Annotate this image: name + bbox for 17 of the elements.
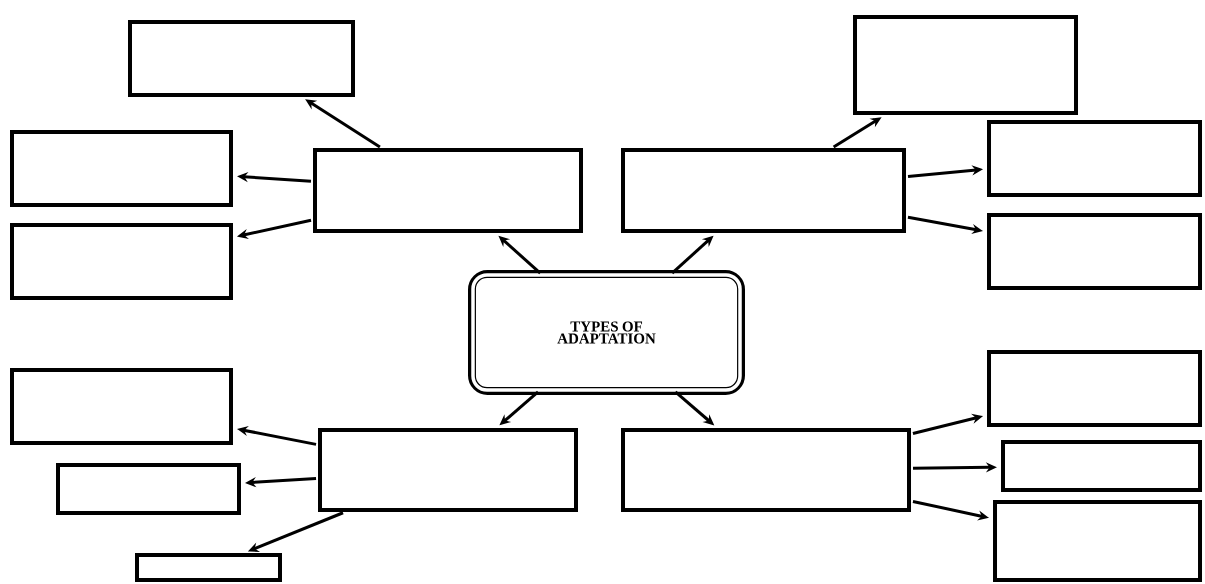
empty-box xyxy=(56,463,241,515)
empty-box xyxy=(1001,440,1202,492)
empty-box xyxy=(313,148,583,233)
empty-box xyxy=(10,368,233,445)
empty-box xyxy=(128,20,355,97)
title-box: TYPES OF ADAPTATION xyxy=(468,270,745,395)
empty-box xyxy=(10,223,233,300)
empty-box xyxy=(10,130,233,207)
empty-box xyxy=(621,428,911,512)
empty-box xyxy=(621,148,906,233)
empty-box xyxy=(135,553,282,582)
empty-box xyxy=(853,15,1078,115)
empty-box xyxy=(993,500,1202,582)
empty-box xyxy=(987,120,1202,197)
empty-box xyxy=(987,350,1202,427)
empty-box xyxy=(318,428,578,512)
empty-box xyxy=(987,213,1202,290)
